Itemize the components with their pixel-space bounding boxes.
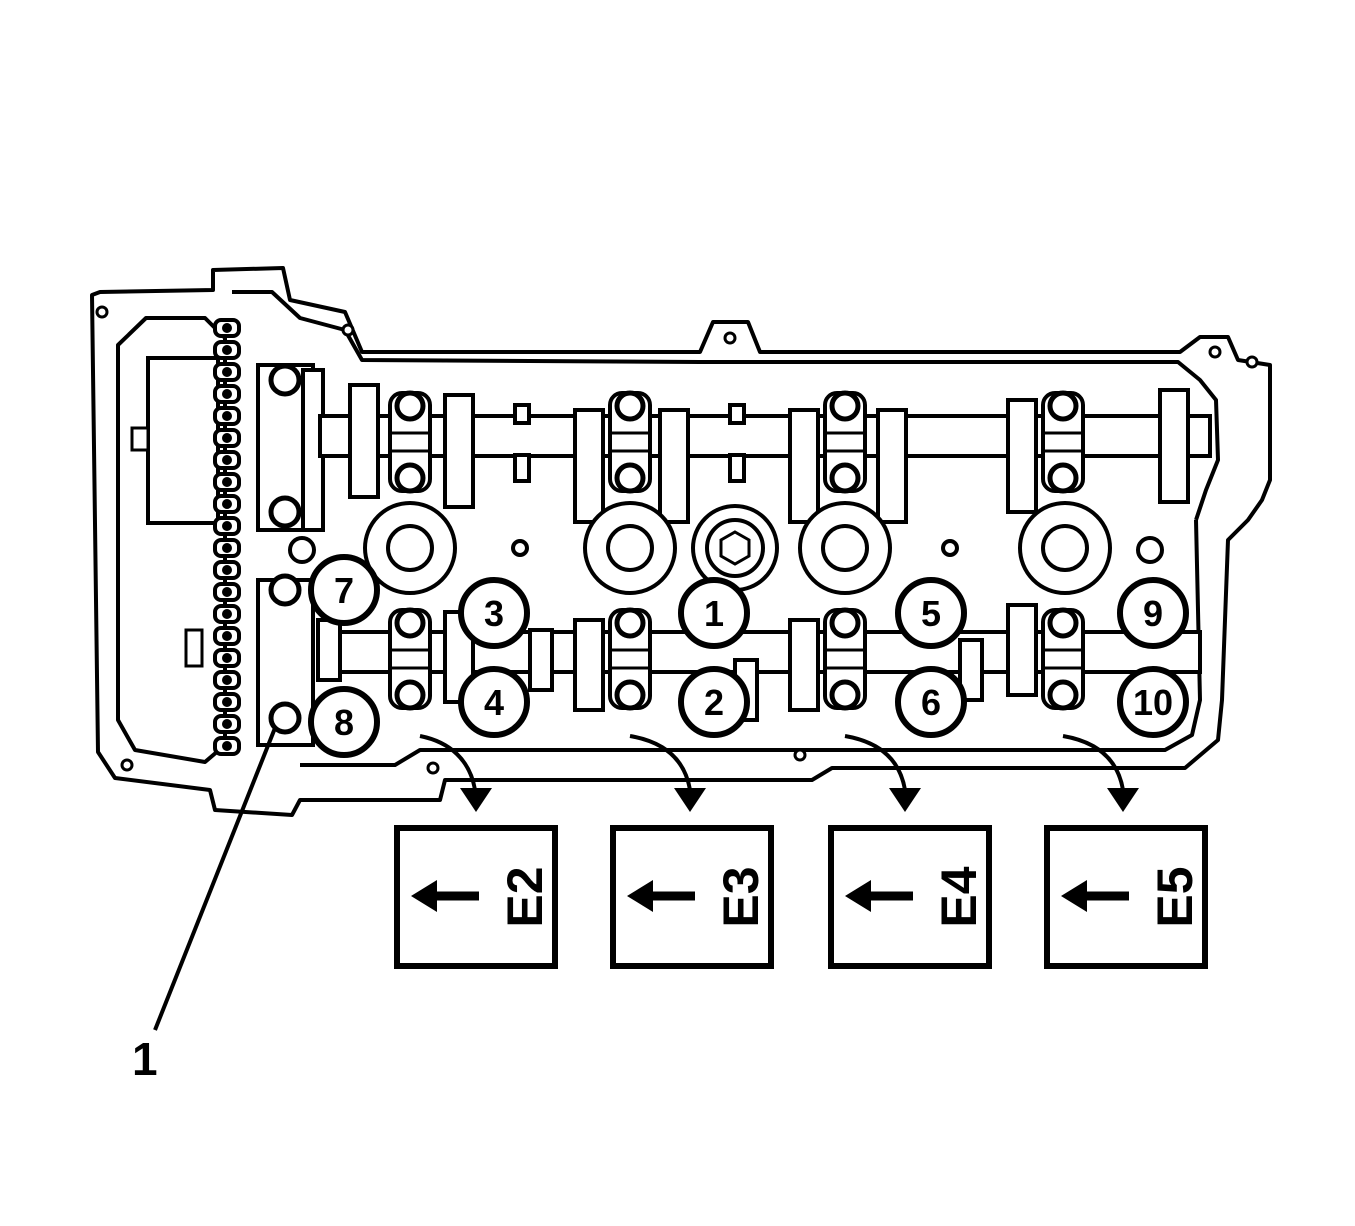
sequence-number: 1 — [704, 593, 724, 634]
sequence-circle — [1117, 666, 1189, 738]
cap-marker-E3: E3 — [610, 825, 774, 969]
sequence-number: 4 — [484, 682, 504, 723]
timing-chain — [213, 318, 241, 756]
cylinder-head-outline — [90, 266, 1272, 817]
sequence-number: 7 — [334, 570, 354, 611]
sequence-step-9: 9 — [1117, 577, 1189, 649]
exhaust-cam-lobes — [316, 603, 1038, 722]
cap-marker-E2: E2 — [394, 825, 558, 969]
camshaft-bearing-caps — [268, 363, 1085, 735]
sequence-circle — [678, 666, 750, 738]
sequence-step-7: 7 — [308, 554, 380, 626]
sequence-number: 2 — [704, 682, 724, 723]
timing-gear-block — [146, 356, 220, 525]
callout-label: 1 — [132, 1033, 158, 1085]
sequence-circle — [895, 666, 967, 738]
sequence-step-4: 4 — [458, 666, 530, 738]
arrow-left-icon — [627, 880, 653, 912]
casting-bolt-holes — [95, 305, 1259, 775]
cap-marker-label: E4 — [931, 866, 987, 927]
cap-marker-label: E2 — [497, 866, 553, 927]
sequence-circle — [308, 554, 380, 626]
sequence-number: 10 — [1133, 682, 1173, 723]
intake-cam-lobes — [348, 383, 1190, 524]
sequence-number: 5 — [921, 593, 941, 634]
cap-marker-E4: E4 — [828, 825, 992, 969]
arrow-left-icon — [1061, 880, 1087, 912]
sequence-step-8: 8 — [308, 686, 380, 758]
sequence-step-2: 2 — [678, 666, 750, 738]
cap-arrows — [419, 734, 1125, 791]
sequence-circle — [458, 666, 530, 738]
sequence-circle — [308, 686, 380, 758]
sequence-circle — [895, 577, 967, 649]
arrow-left-icon — [411, 880, 437, 912]
sequence-number: 8 — [334, 702, 354, 743]
cap-marker-label: E3 — [713, 866, 769, 927]
spark-plug-bores — [288, 501, 1164, 595]
sequence-step-10: 10 — [1117, 666, 1189, 738]
cap-marker-E5: E5 — [1044, 825, 1208, 969]
arrow-left-icon — [845, 880, 871, 912]
sequence-step-1: 1 — [678, 577, 750, 649]
sequence-step-5: 5 — [895, 577, 967, 649]
cap-arrow-heads — [460, 788, 1139, 812]
sequence-circle — [678, 577, 750, 649]
cap-marker-label: E5 — [1147, 866, 1203, 927]
sequence-number: 3 — [484, 593, 504, 634]
cap-marker-boxes: E2 E3 E4 E5 — [394, 825, 1208, 969]
sequence-circle — [458, 577, 530, 649]
sequence-circle — [1117, 577, 1189, 649]
sequence-number: 9 — [1143, 593, 1163, 634]
tightening-sequence: 1 2 3 4 5 6 7 8 9 10 — [308, 554, 1189, 758]
sequence-step-3: 3 — [458, 577, 530, 649]
sequence-step-6: 6 — [895, 666, 967, 738]
sequence-number: 6 — [921, 682, 941, 723]
callout-leader-line — [153, 727, 277, 1031]
